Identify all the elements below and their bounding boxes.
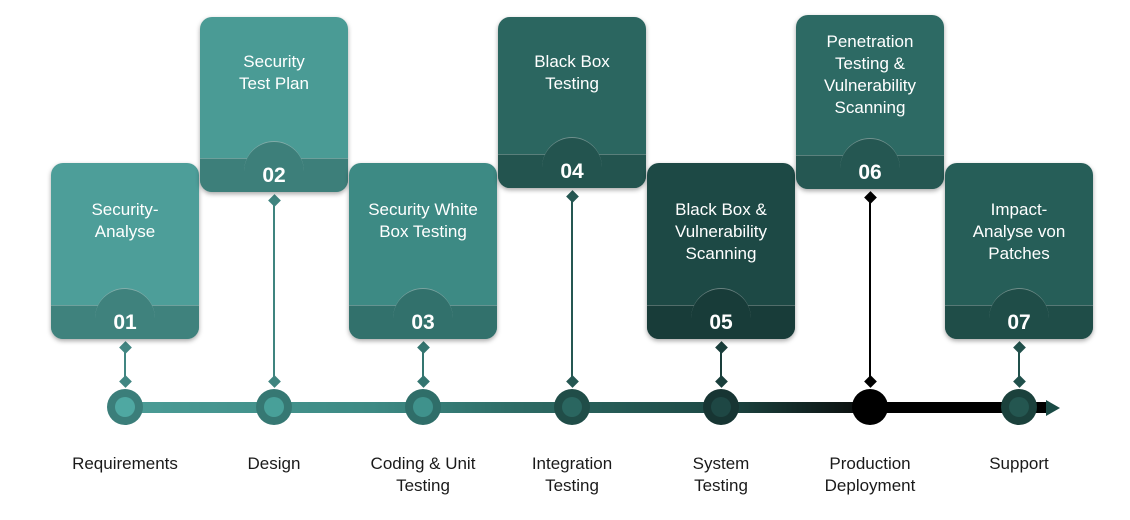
step-card-title: Black Box Testing <box>534 52 610 93</box>
phase-label: System Testing <box>692 454 750 495</box>
timeline-node-inner <box>1009 397 1029 417</box>
timeline-node <box>554 389 590 425</box>
timeline-node-inner <box>562 397 582 417</box>
step-card: Black Box & Vulnerability Scanning 05 <box>647 163 795 339</box>
step-number-tab <box>840 138 900 189</box>
connector-diamond-bottom <box>565 375 579 388</box>
connector-diamond-bottom <box>118 375 132 388</box>
step-card-title: Black Box & Vulnerability Scanning <box>675 200 767 263</box>
step-card: Security White Box Testing 03 <box>349 163 497 339</box>
step-card: Impact- Analyse von Patches 07 <box>945 163 1093 339</box>
connector-diamond-top <box>118 341 132 354</box>
timeline-node <box>852 389 888 425</box>
timeline-node <box>256 389 292 425</box>
phase-label: Requirements <box>72 454 178 473</box>
timeline-node-inner <box>413 397 433 417</box>
step-card: Black Box Testing 04 <box>498 17 646 188</box>
step-number: 06 <box>858 161 882 184</box>
step-connector-line <box>720 345 722 383</box>
timeline-axis-segment <box>720 402 870 413</box>
step-card: Security- Analyse 01 <box>51 163 199 339</box>
step-connector-line <box>1018 345 1020 383</box>
step-connector-line <box>422 345 424 383</box>
phase-label: Production Deployment <box>824 454 916 495</box>
connector-diamond-top <box>1012 341 1026 354</box>
step-connector-line <box>273 198 275 383</box>
step-number-tab <box>542 137 602 188</box>
connector-diamond-top <box>267 194 281 207</box>
timeline-node-inner <box>115 397 135 417</box>
step-number: 05 <box>709 311 733 334</box>
step-card-title: Impact- Analyse von Patches <box>972 200 1066 263</box>
timeline-node <box>1001 389 1037 425</box>
connector-diamond-top <box>863 191 877 204</box>
timeline-node <box>107 389 143 425</box>
phase-label: Support <box>989 454 1049 473</box>
connector-diamond-bottom <box>714 375 728 388</box>
timeline-node-inner <box>711 397 731 417</box>
step-card: Penetration Testing & Vulnerability Scan… <box>796 15 944 189</box>
step-card-title: Security- Analyse <box>91 200 159 241</box>
step-card-title: Penetration Testing & Vulnerability Scan… <box>824 32 916 117</box>
connector-diamond-bottom <box>863 375 877 388</box>
phase-label: Coding & Unit Testing <box>370 454 476 495</box>
timeline-axis-segment <box>870 402 1046 413</box>
connector-diamond-bottom <box>267 375 281 388</box>
timeline-arrow-head <box>1046 400 1060 416</box>
step-number-tab <box>393 288 453 339</box>
connector-diamond-top <box>714 341 728 354</box>
timeline-node <box>405 389 441 425</box>
step-number-tab <box>95 288 155 339</box>
step-number-tab <box>691 288 751 339</box>
timeline-node-inner <box>264 397 284 417</box>
step-card-title: Security Test Plan <box>239 52 309 93</box>
step-number-tab <box>989 288 1049 339</box>
step-connector-line <box>124 345 126 383</box>
connector-diamond-top <box>565 190 579 203</box>
connector-diamond-bottom <box>1012 375 1026 388</box>
step-connector-line <box>571 194 573 383</box>
step-card-title: Security White Box Testing <box>368 200 478 241</box>
timeline-node <box>703 389 739 425</box>
connector-diamond-bottom <box>416 375 430 388</box>
step-connector-line <box>869 195 871 383</box>
step-number-tab <box>244 141 304 192</box>
step-card: Security Test Plan 02 <box>200 17 348 192</box>
step-number: 01 <box>113 311 137 334</box>
connector-diamond-top <box>416 341 430 354</box>
step-number: 03 <box>411 311 435 334</box>
step-number: 07 <box>1007 311 1031 334</box>
step-number: 02 <box>262 164 286 187</box>
phase-label: Integration Testing <box>531 454 613 495</box>
phase-label: Design <box>247 454 301 473</box>
step-number: 04 <box>560 160 584 183</box>
